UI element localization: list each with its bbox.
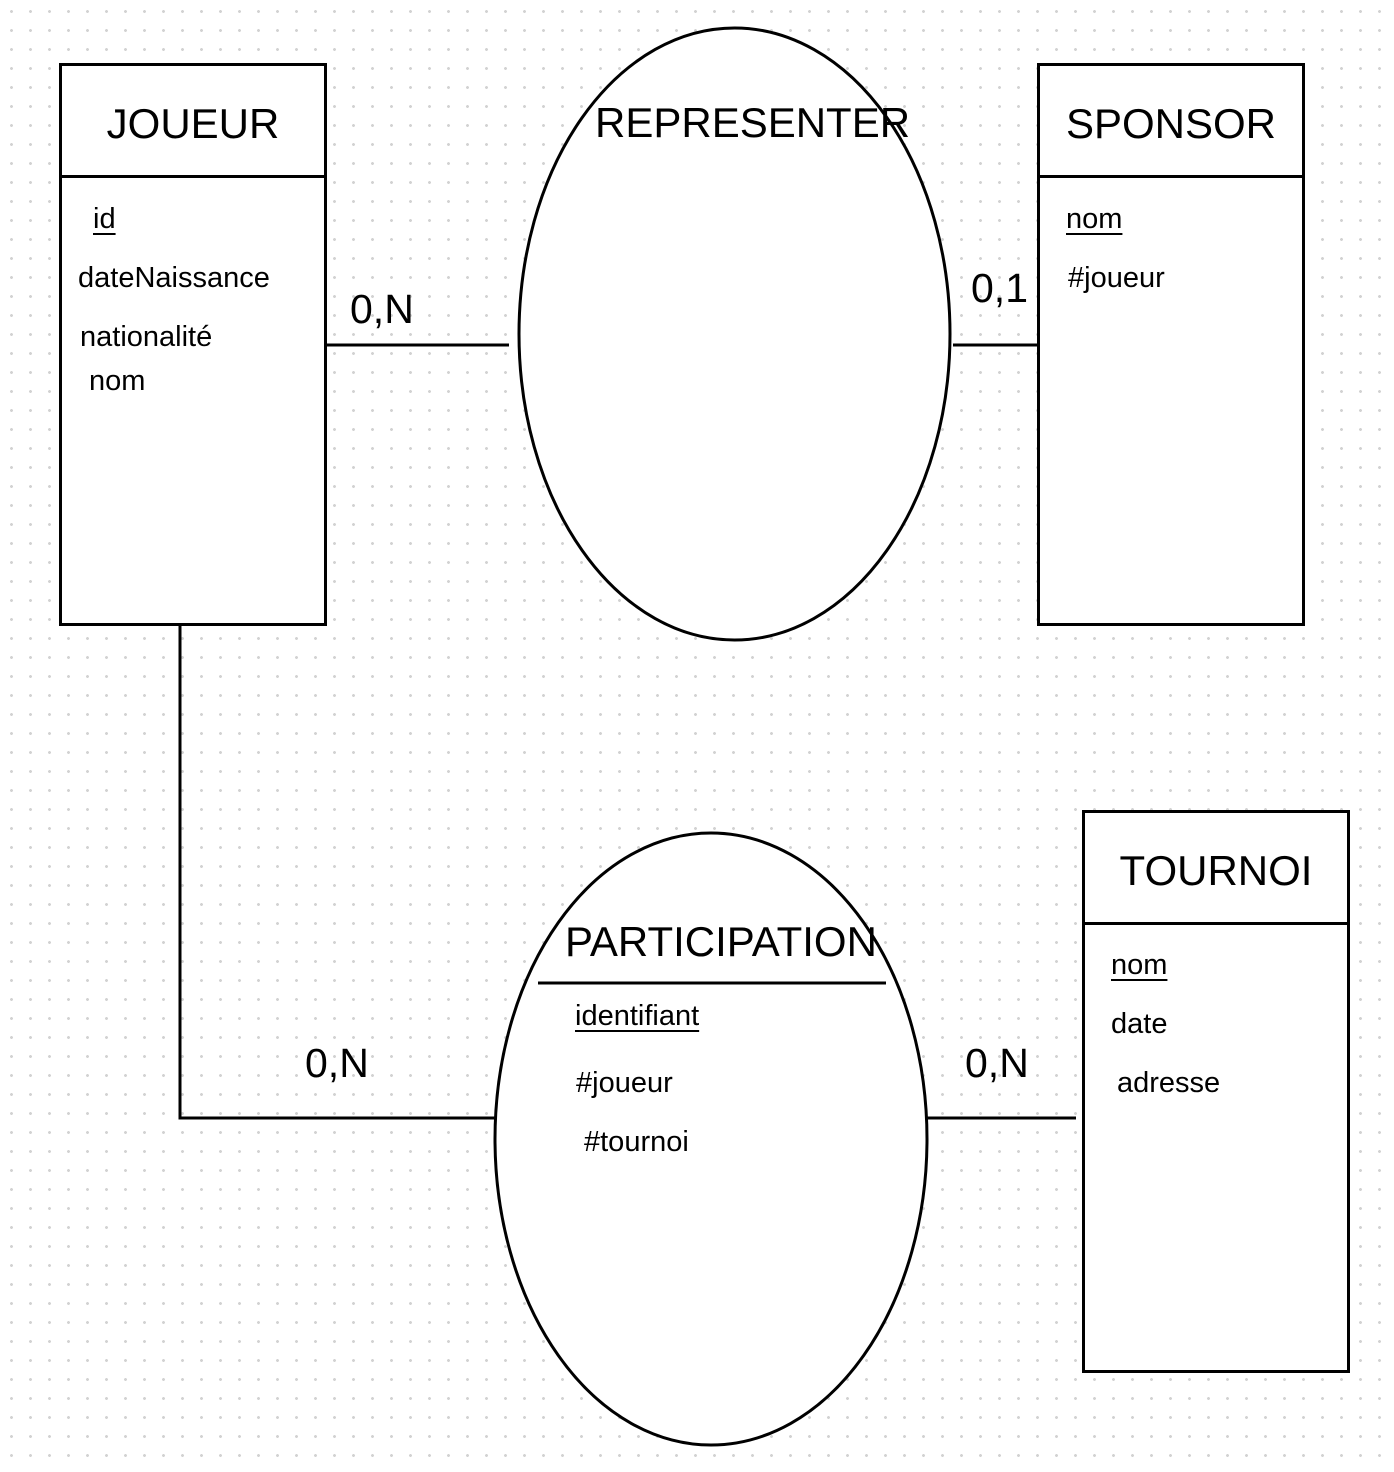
sponsor-attr-joueur: #joueur	[1068, 262, 1165, 294]
joueur-attr-datenaissance: dateNaissance	[78, 262, 270, 294]
relation-participation-title: PARTICIPATION	[565, 918, 877, 965]
cardinality-tournoi-participation: 0,N	[965, 1040, 1029, 1086]
entity-joueur[interactable]: JOUEUR	[59, 63, 327, 626]
tournoi-attr-date: date	[1111, 1008, 1168, 1040]
participation-attr-identifiant: identifiant	[575, 1000, 700, 1032]
participation-attr-tournoi: #tournoi	[584, 1126, 689, 1158]
joueur-attr-id: id	[93, 203, 116, 235]
participation-attr-joueur: #joueur	[576, 1067, 673, 1099]
entity-sponsor[interactable]: SPONSOR	[1037, 63, 1305, 626]
joueur-attr-nom: nom	[89, 365, 146, 397]
cardinality-sponsor-representer: 0,1	[971, 265, 1028, 311]
entity-joueur-header: JOUEUR	[62, 66, 324, 178]
tournoi-attr-adresse: adresse	[1117, 1067, 1221, 1099]
entity-tournoi-title: TOURNOI	[1119, 847, 1313, 894]
entity-sponsor-header: SPONSOR	[1040, 66, 1302, 178]
tournoi-attr-nom: nom	[1111, 949, 1168, 981]
cardinality-joueur-participation: 0,N	[305, 1040, 369, 1086]
relation-participation-shape[interactable]	[493, 831, 929, 1447]
link-joueur-participation	[178, 617, 496, 1120]
relation-representer-title: REPRESENTER	[595, 99, 911, 146]
entity-sponsor-title: SPONSOR	[1065, 100, 1277, 147]
cardinality-joueur-representer: 0,N	[350, 286, 414, 332]
entity-joueur-title: JOUEUR	[106, 100, 280, 147]
joueur-attr-nationalite: nationalité	[80, 321, 213, 353]
relation-representer-shape[interactable]	[517, 26, 952, 642]
entity-tournoi-header: TOURNOI	[1085, 813, 1347, 925]
sponsor-attr-nom: nom	[1066, 203, 1123, 235]
entity-tournoi[interactable]: TOURNOI	[1082, 810, 1350, 1373]
